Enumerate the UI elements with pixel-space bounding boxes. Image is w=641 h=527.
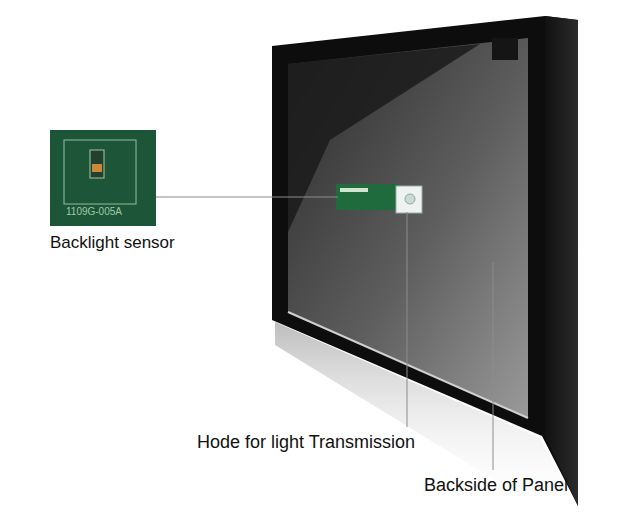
inset-chip bbox=[92, 164, 102, 172]
leader-line bbox=[407, 212, 408, 427]
part-label: Hode for light Transmission bbox=[197, 432, 415, 454]
inset-outline bbox=[64, 140, 136, 204]
panel-backside bbox=[288, 38, 528, 418]
part-number: 1109G-005A bbox=[66, 206, 122, 218]
panel-bracket bbox=[492, 38, 518, 60]
light-hole bbox=[405, 194, 415, 204]
part-label: Backlight sensor bbox=[50, 233, 175, 253]
sensor-module bbox=[396, 186, 422, 213]
sensor-marking bbox=[340, 188, 368, 192]
leader-line bbox=[493, 262, 494, 470]
part-label: Backside of Panel bbox=[424, 475, 568, 497]
panel-side bbox=[545, 16, 578, 506]
sensor-board bbox=[336, 184, 398, 210]
panel-edge-highlight bbox=[288, 312, 528, 418]
inset-component bbox=[90, 150, 104, 178]
leader-line bbox=[156, 197, 338, 198]
sensor-inset bbox=[50, 130, 156, 226]
panel-shadow bbox=[288, 44, 480, 232]
